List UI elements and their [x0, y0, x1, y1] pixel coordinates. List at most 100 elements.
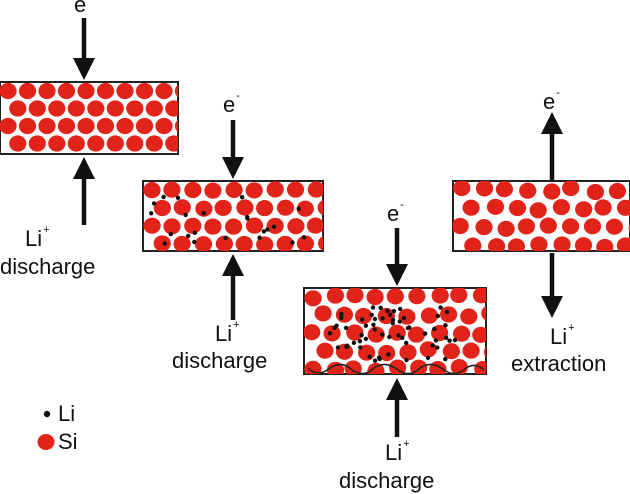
li-dot [390, 321, 395, 326]
silicon-electrode-expanded [303, 287, 487, 375]
si-particle [57, 117, 76, 135]
si-particle [488, 238, 506, 251]
si-particle [57, 82, 76, 100]
si-particle [616, 199, 630, 216]
si-particle [317, 200, 323, 216]
si-particle [215, 235, 233, 251]
si-particle [126, 100, 144, 117]
si-particle [0, 117, 17, 135]
electron-label-3: e- [387, 199, 404, 226]
si-particle [67, 100, 85, 117]
li-dot [245, 216, 250, 221]
si-particles [0, 82, 178, 152]
si-particle [431, 288, 449, 304]
electron-label-1: e [74, 0, 87, 17]
si-particle [450, 288, 468, 304]
si-particle [256, 236, 274, 251]
si-particle [18, 117, 37, 135]
si-particle [304, 324, 321, 341]
lithium-label-4: Li+ [550, 322, 575, 349]
si-particle [276, 199, 295, 216]
si-particle [296, 235, 314, 251]
li-dot [335, 345, 341, 350]
li-dot [404, 340, 409, 346]
si-particle [194, 236, 213, 251]
si-particle [286, 181, 305, 198]
li-dot [425, 355, 431, 360]
si-particle [126, 135, 144, 152]
si-particle [442, 343, 460, 360]
lithium-label-1: Li+ [25, 224, 50, 251]
process-label-2: discharge [172, 348, 268, 373]
si-particle [472, 326, 486, 343]
si-particle [481, 306, 486, 321]
si-particle [462, 199, 480, 216]
si-particle [9, 100, 27, 117]
li-dot [363, 336, 369, 341]
li-dot [296, 206, 301, 211]
si-particle [507, 238, 525, 251]
arrow-head [222, 254, 244, 276]
si-particle [407, 326, 426, 343]
li-dot [404, 357, 409, 363]
li-dot [327, 331, 333, 336]
si-particle [367, 326, 385, 343]
li-dot [386, 352, 391, 357]
si-particle [173, 199, 191, 216]
si-particle [344, 360, 362, 374]
si-particle [616, 237, 630, 251]
si-particle [184, 181, 202, 199]
si-particle [28, 100, 46, 117]
si-particle [462, 342, 480, 359]
li-dot [369, 312, 374, 318]
li-dots [149, 194, 307, 246]
si-particle [508, 199, 527, 217]
si-particle [48, 135, 66, 152]
li-dot [192, 230, 198, 235]
li-dot [396, 333, 401, 338]
li-dot [344, 343, 350, 348]
si-particle [204, 218, 222, 235]
si-particle [346, 324, 364, 341]
process-label-4: extraction [511, 351, 607, 376]
si-particle [553, 236, 571, 251]
arrow-head [222, 157, 244, 179]
si-particle [517, 218, 536, 235]
lithium-label-3: Li+ [385, 438, 410, 465]
si-particle [195, 200, 213, 217]
legend-label-li: Li [58, 401, 76, 426]
li-dot [201, 211, 206, 216]
li-dot [370, 305, 376, 310]
si-particle [77, 117, 95, 135]
si-particle [236, 199, 254, 216]
li-dot [407, 325, 412, 330]
si-particle [529, 202, 547, 219]
si-particle [562, 218, 580, 235]
si-particle [419, 341, 437, 358]
si-particle [245, 182, 263, 199]
si-particle [174, 84, 178, 98]
si-particle [266, 181, 284, 198]
si-particle [0, 82, 17, 100]
si-particle [306, 217, 323, 234]
si-particle [145, 135, 163, 152]
si-particle [38, 117, 56, 135]
si-particle [453, 217, 469, 235]
li-dot [398, 306, 403, 312]
li-dot [161, 194, 166, 200]
si-particle [608, 182, 627, 200]
si-particle [453, 325, 471, 342]
li-dot-icon [43, 410, 51, 418]
si-particle [106, 100, 124, 117]
li-dot [359, 333, 364, 338]
process-label-3: discharge [339, 468, 435, 493]
si-particle [235, 235, 253, 251]
si-particle [276, 235, 294, 251]
li-dot [339, 315, 344, 320]
li-dot [343, 325, 349, 331]
si-particle [96, 117, 115, 135]
si-particle [530, 236, 548, 251]
li-dot [443, 356, 448, 362]
li-dot [367, 354, 372, 359]
